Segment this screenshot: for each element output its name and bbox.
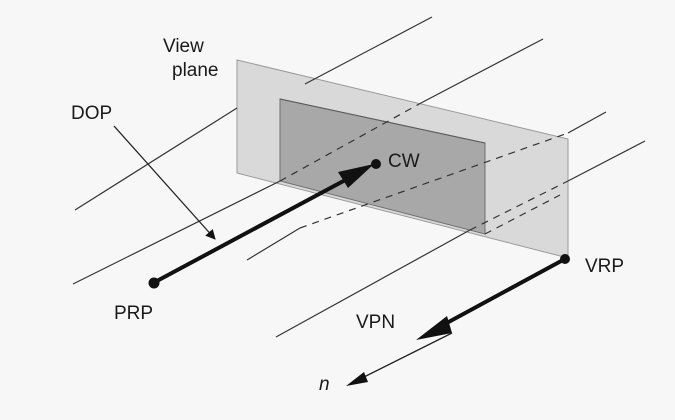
projector-line-2-right — [420, 38, 544, 104]
n-axis-arrowhead — [346, 372, 368, 386]
view-plane-label-line1: View — [163, 36, 204, 57]
projector-line-3-right — [567, 111, 607, 134]
projector-line-1-right — [304, 16, 433, 85]
prp-point — [148, 277, 160, 289]
prp-label: PRP — [114, 303, 153, 324]
hidden-projector-segments — [279, 102, 569, 235]
projector-lines — [72, 16, 646, 338]
dop-leader-line — [113, 125, 216, 240]
vrp-point — [560, 254, 570, 264]
vpn-label: VPN — [356, 312, 395, 333]
dop-label: DOP — [71, 103, 112, 124]
dop-arrowhead — [338, 164, 374, 188]
projector-line-3-dashed — [299, 132, 569, 229]
n-label: n — [319, 374, 330, 395]
window-bottom-dashed — [484, 194, 561, 235]
projector-line-2-left — [72, 180, 281, 285]
cw-point — [371, 159, 381, 169]
view-plane-label-line2: plane — [172, 60, 219, 81]
projector-line-3-left — [246, 227, 301, 261]
projector-line-4-right — [567, 140, 646, 182]
vpn-arrow — [431, 258, 564, 333]
window-projector-dashed — [279, 102, 422, 182]
n-axis-line — [357, 332, 453, 381]
vrp-label: VRP — [585, 256, 624, 277]
projector-line-4-dashed — [469, 180, 569, 231]
projector-line-4-left — [275, 229, 471, 338]
window-edge-top — [279, 98, 486, 144]
cw-label: CW — [388, 151, 420, 172]
projector-line-1-left — [74, 107, 238, 211]
dop-arrow — [154, 168, 365, 284]
vpn-arrowhead — [416, 316, 452, 340]
